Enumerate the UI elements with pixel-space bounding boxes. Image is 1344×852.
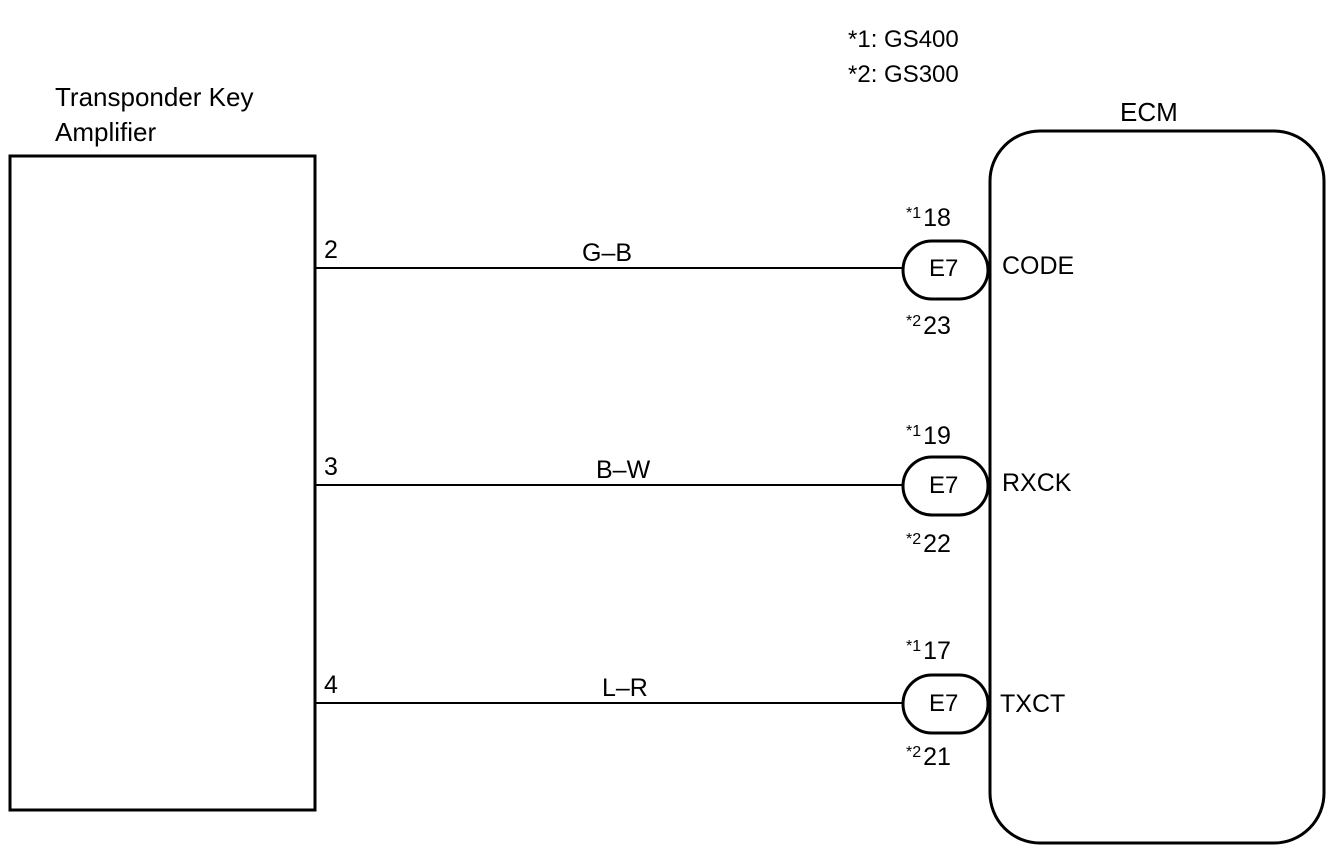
connector-label: E7: [929, 690, 959, 717]
wire-color-label: G–B: [582, 239, 633, 267]
amp-pin-label: 3: [324, 453, 338, 481]
gs300-pin-label: *221: [906, 743, 951, 771]
ecm-title: ECM: [1120, 97, 1178, 127]
wire-color-label: B–W: [596, 456, 651, 484]
connector-e7: [901, 239, 990, 301]
gs300-pin-label: *222: [906, 530, 951, 558]
amp-pin-label: 2: [324, 236, 338, 264]
ecm-box: [988, 129, 1326, 845]
ecm-signal-label: RXCK: [1002, 469, 1072, 497]
amp-pin-label: 4: [324, 671, 338, 699]
connector-e7: [901, 455, 990, 517]
connector-label: E7: [929, 472, 959, 499]
gs400-pin-label: *118: [906, 204, 951, 232]
ecm-signal-label: CODE: [1002, 252, 1075, 280]
gs400-pin-label: *117: [906, 637, 951, 665]
legend-gs400: *1: GS400: [848, 26, 959, 53]
amplifier-title-line2: Amplifier: [55, 117, 157, 147]
connector-label: E7: [929, 255, 959, 282]
connector-e7: [901, 673, 990, 735]
ecm-signal-label: TXCT: [1000, 690, 1066, 718]
gs300-pin-label: *223: [906, 312, 951, 340]
legend-gs300: *2: GS300: [848, 61, 959, 88]
gs400-pin-label: *119: [906, 422, 951, 450]
amplifier-title-line1: Transponder Key: [55, 82, 254, 112]
amplifier-box: [8, 154, 317, 812]
wire-color-label: L–R: [602, 674, 648, 702]
